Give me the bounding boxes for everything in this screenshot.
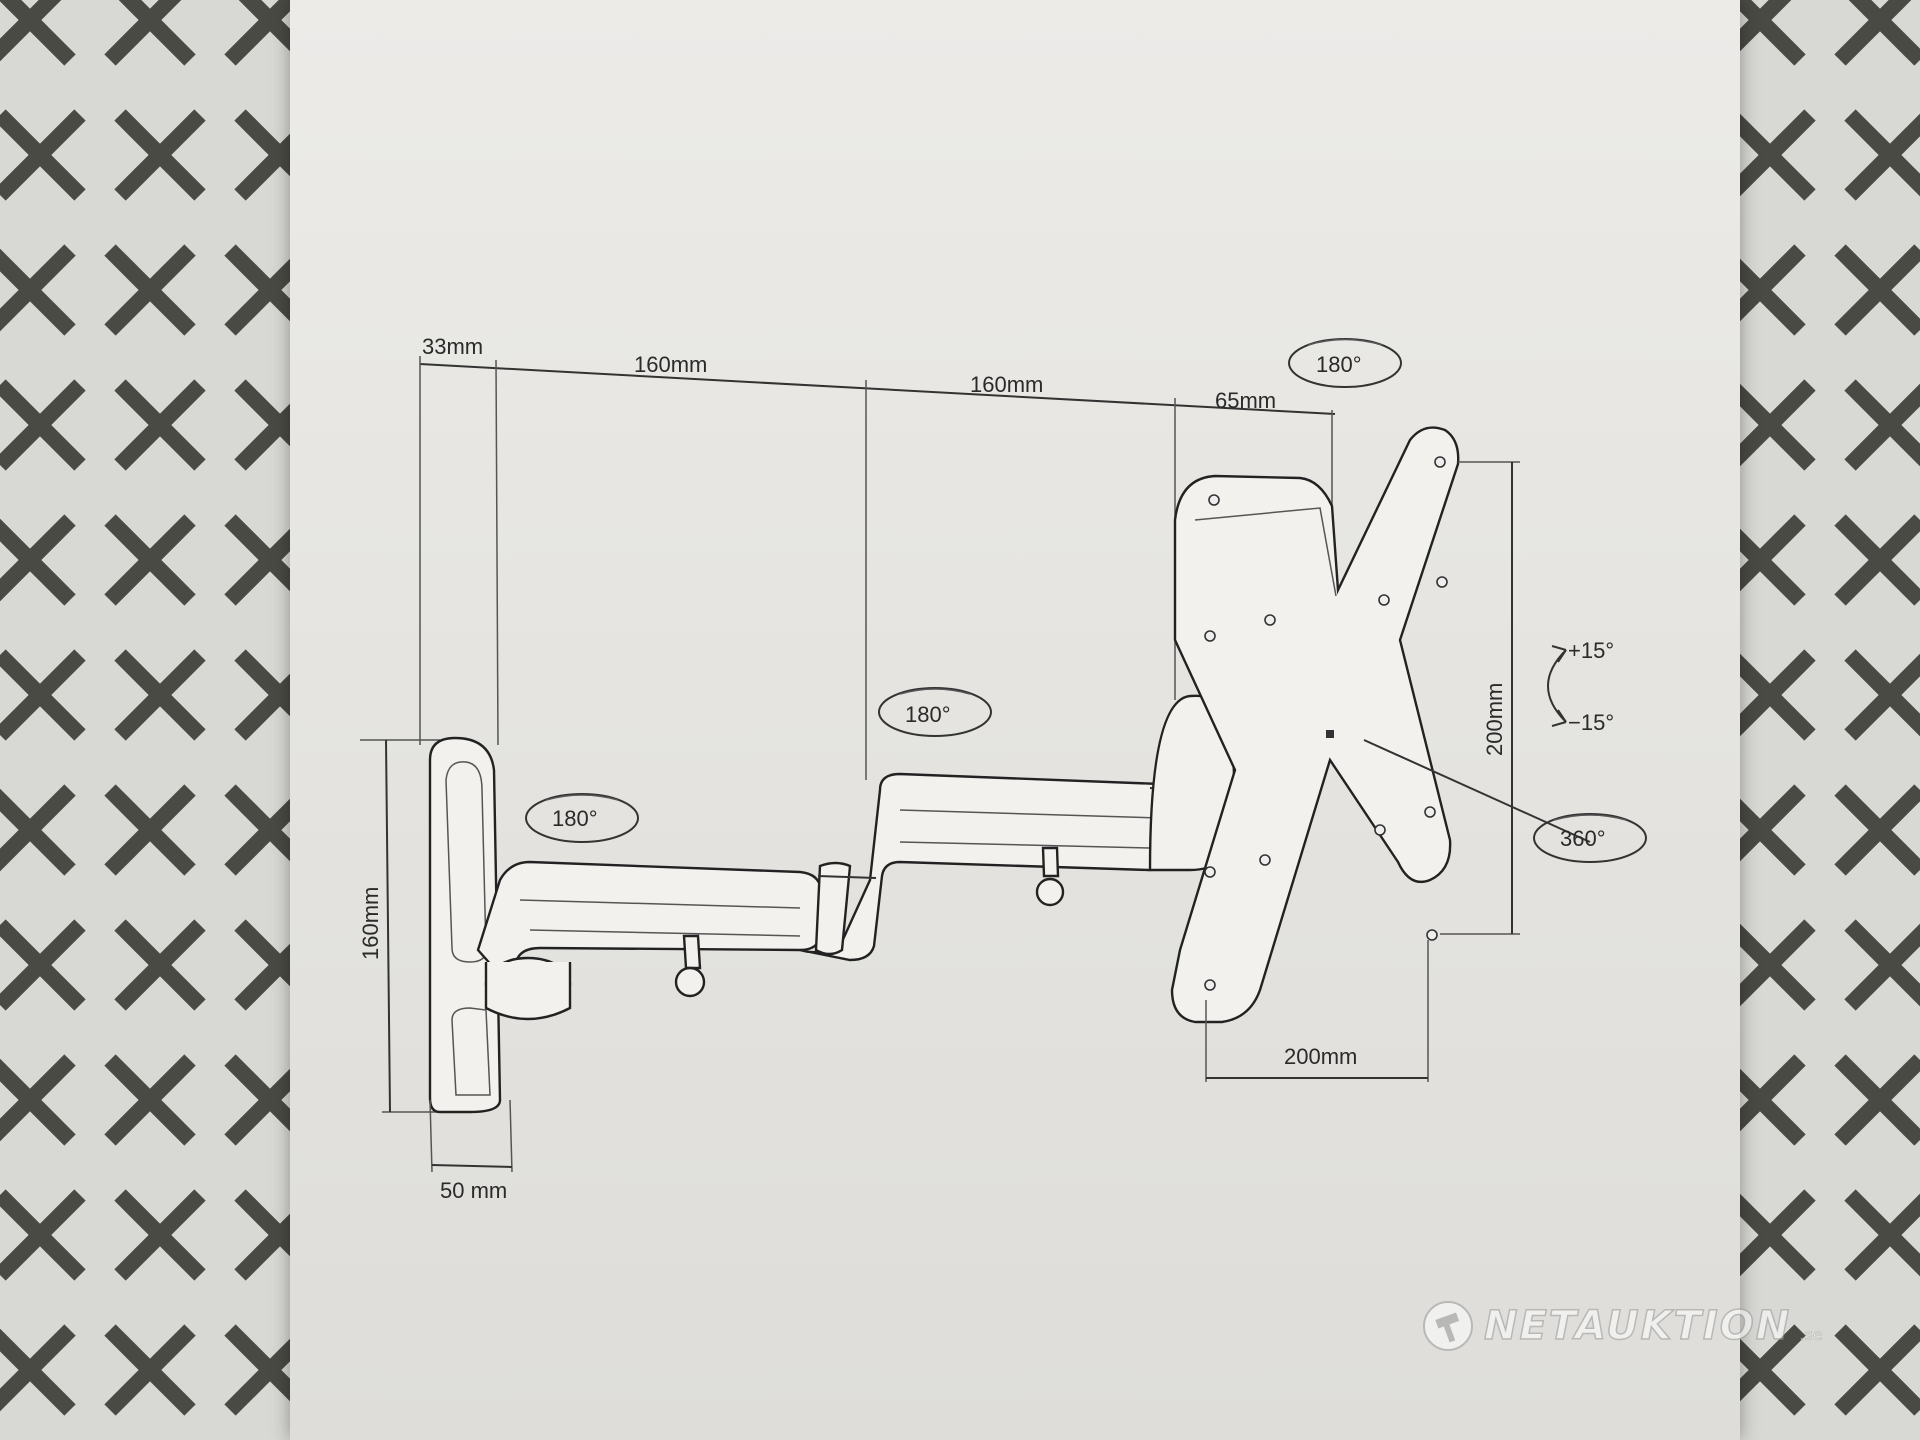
pattern-x-stroke — [104, 0, 182, 66]
watermark-brand: NETAUKTION — [1483, 1302, 1792, 1350]
svg-text:180°: 180° — [552, 806, 598, 831]
pattern-x-stroke — [224, 0, 302, 66]
pattern-x-stroke — [114, 379, 206, 471]
rotation-badge-plate: 360° — [1533, 813, 1647, 863]
pattern-x-stroke — [1834, 0, 1912, 66]
pattern-x-stroke — [1844, 653, 1920, 741]
pattern-x-stroke — [0, 0, 62, 62]
pattern-x-stroke — [114, 919, 206, 1011]
pattern-x-stroke — [0, 1054, 76, 1142]
tilt-down-label: −15° — [1568, 710, 1614, 735]
vesa-height-dimension — [1440, 461, 1520, 935]
arm-2-length-label: 160mm — [970, 372, 1043, 397]
watermark: NETAUKTION .se — [1420, 1296, 1823, 1356]
pattern-x-stroke — [1724, 1189, 1816, 1281]
svg-text:180°: 180° — [1316, 352, 1362, 377]
depth-33mm-label: 33mm — [422, 334, 483, 359]
pattern-x-stroke — [0, 649, 86, 741]
pattern-x-stroke — [1834, 1054, 1920, 1146]
pattern-x-stroke — [0, 379, 86, 471]
pattern-x-stroke — [1844, 923, 1920, 1011]
pattern-x-stroke — [1724, 109, 1816, 201]
pattern-x-stroke — [114, 649, 206, 741]
rotation-badge-wall-joint: 180° — [525, 793, 639, 843]
vesa-width-dimension — [1205, 940, 1429, 1082]
pattern-x-stroke — [1844, 383, 1920, 471]
pattern-x-stroke — [0, 784, 76, 872]
wall-plate-width-dimension — [429, 1099, 513, 1173]
rotation-badge-middle-joint: 180° — [878, 687, 992, 737]
pattern-x-stroke — [104, 244, 196, 336]
pattern-x-stroke — [1724, 379, 1816, 471]
pattern-x-stroke — [1834, 514, 1920, 606]
pattern-x-stroke — [1834, 244, 1920, 336]
pattern-x-stroke — [0, 244, 76, 332]
first-arm — [476, 860, 824, 1021]
pattern-x-stroke — [0, 1189, 86, 1281]
top-dimension-line — [419, 356, 1336, 780]
watermark-tld: .se — [1799, 1325, 1823, 1345]
pattern-x-stroke — [1724, 919, 1816, 1011]
pattern-x-stroke — [1844, 113, 1920, 201]
head-offset-label: 65mm — [1215, 388, 1276, 413]
wall-plate-width-label: 50 mm — [440, 1178, 507, 1203]
vesa-plate — [1170, 426, 1460, 1024]
pattern-x-stroke — [1834, 1324, 1920, 1416]
wall-plate-height-label: 160mm — [358, 887, 383, 960]
tilt-indicator — [1547, 645, 1567, 727]
tilt-up-label: +15° — [1568, 638, 1614, 663]
pattern-x-stroke — [114, 1189, 206, 1281]
pattern-x-stroke — [1724, 649, 1816, 741]
pattern-x-stroke — [1844, 1193, 1920, 1281]
wall-plate — [360, 736, 502, 1114]
arm-1-length-label: 160mm — [634, 352, 707, 377]
svg-text:360°: 360° — [1560, 826, 1606, 851]
pattern-x-stroke — [0, 919, 86, 1011]
pattern-x-stroke — [104, 784, 196, 876]
pattern-x-stroke — [104, 514, 196, 606]
svg-text:180°: 180° — [905, 702, 951, 727]
vesa-height-label: 200mm — [1482, 683, 1507, 756]
pattern-x-stroke — [1834, 784, 1920, 876]
pattern-x-stroke — [0, 109, 86, 201]
rotation-badge-head-swivel: 180° — [1288, 338, 1402, 388]
vesa-width-label: 200mm — [1284, 1044, 1357, 1069]
pattern-x-stroke — [104, 1324, 196, 1416]
pattern-x-stroke — [104, 1054, 196, 1146]
hammer-icon — [1423, 1301, 1473, 1351]
second-arm — [799, 694, 1238, 962]
pattern-x-stroke — [0, 514, 76, 602]
pattern-x-stroke — [114, 109, 206, 201]
instruction-sheet — [290, 0, 1740, 1440]
pattern-x-stroke — [0, 1324, 76, 1412]
